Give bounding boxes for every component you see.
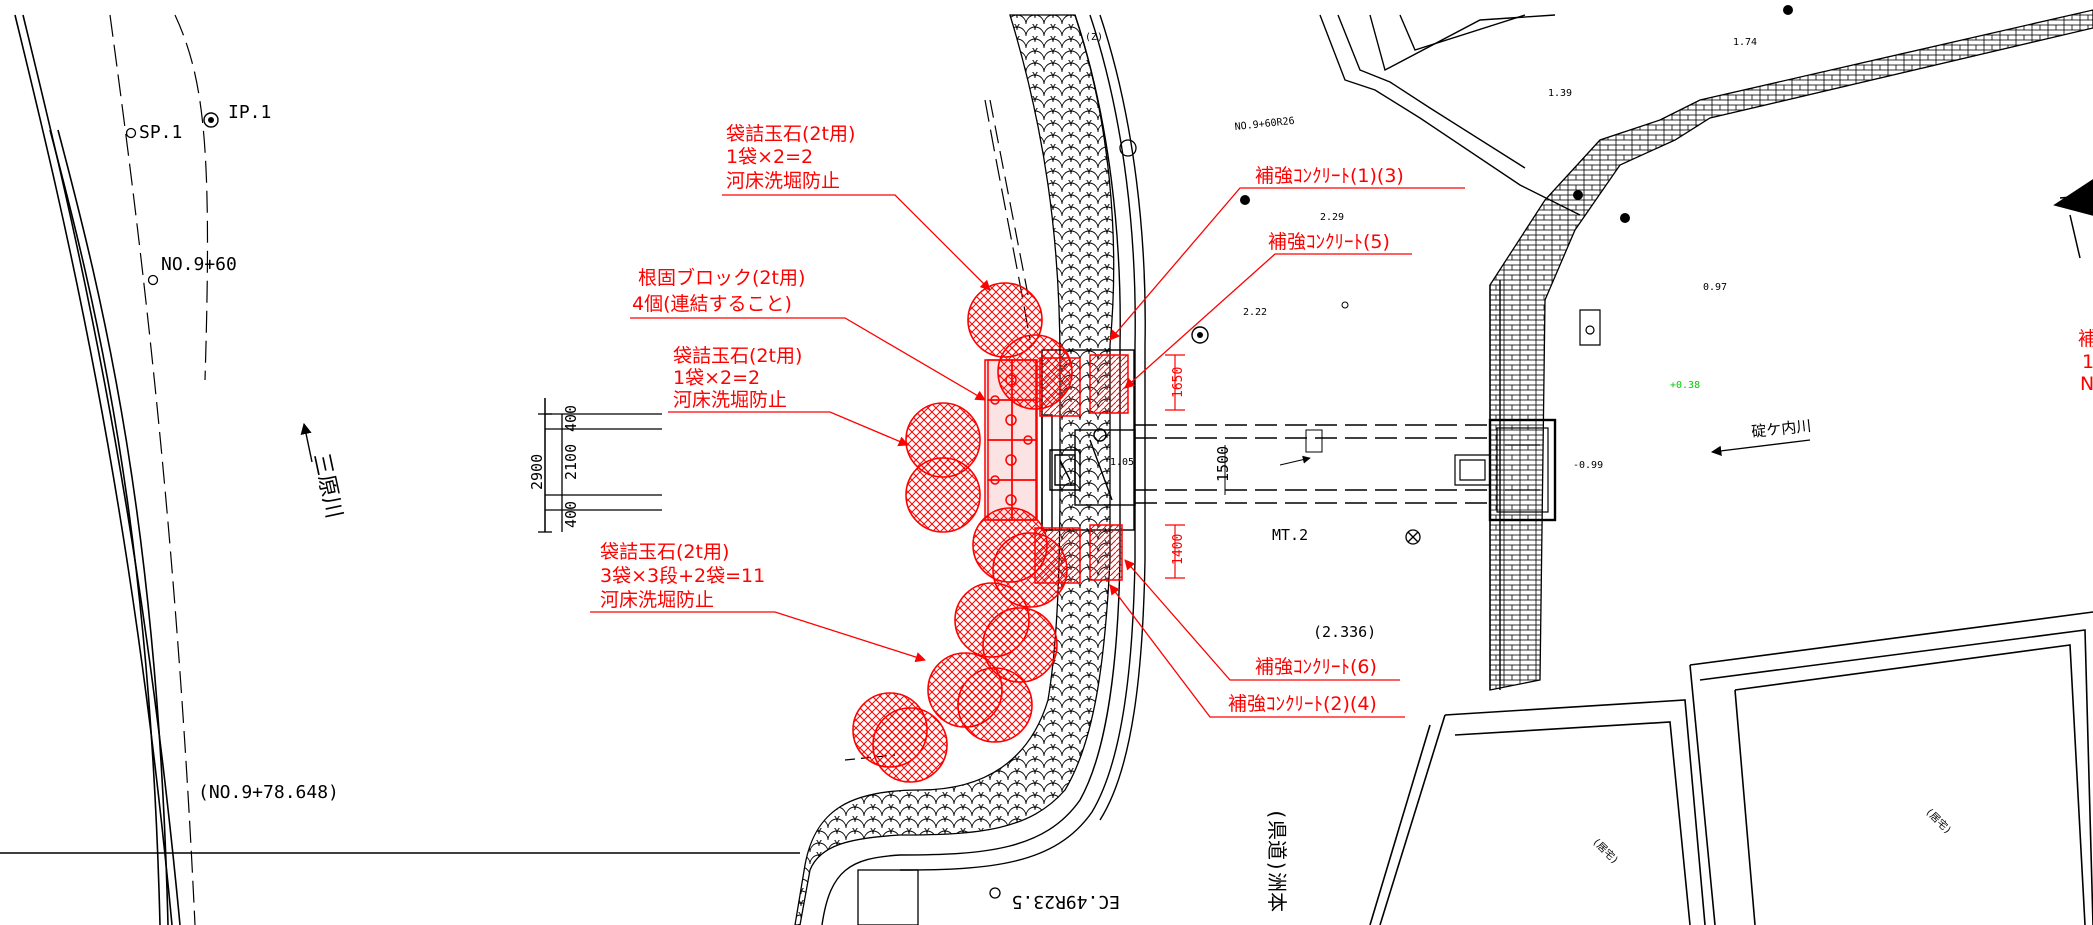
elev-1-39: 1.39 bbox=[1548, 88, 1572, 99]
benchmark-dot bbox=[1197, 332, 1203, 338]
bag2-note: 河床洗堀防止 bbox=[673, 389, 787, 411]
road-label: (県道)洲本 bbox=[1265, 808, 1289, 912]
elev-2-22: 2.22 bbox=[1243, 307, 1267, 318]
bag-stone bbox=[905, 457, 981, 533]
survey-point-ip1: IP.1 bbox=[203, 102, 271, 128]
dim-1650: 1650 bbox=[1171, 367, 1186, 398]
road-edge-lines bbox=[821, 14, 1146, 925]
bag-stone bbox=[957, 667, 1033, 743]
point-dot-4 bbox=[1620, 213, 1630, 223]
bottom-left-structure bbox=[857, 869, 1001, 925]
bag3-title: 袋詰玉石(2t用) bbox=[600, 541, 729, 563]
river-mihara-label: 三原川 bbox=[308, 451, 346, 521]
rc5-label: 補強ｺﾝｸﾘｰﾄ(5) bbox=[1268, 231, 1390, 253]
bag-stone bbox=[872, 707, 948, 783]
bag2-qty: 1袋×2=2 bbox=[673, 367, 760, 389]
small-marker bbox=[1341, 301, 1349, 309]
elev-0-97: 0.97 bbox=[1703, 282, 1727, 293]
guide-dash bbox=[989, 99, 1029, 296]
river-jogauchi-label: 碇ケ内川 bbox=[1751, 417, 1813, 441]
bag1-note: 河床洗堀防止 bbox=[726, 170, 840, 192]
dim-1400: 1400 bbox=[1171, 534, 1186, 565]
building-right-1 bbox=[1369, 699, 1706, 925]
house-label-2: (居宅) bbox=[1923, 805, 1955, 837]
dim-2900: 2900 bbox=[528, 454, 546, 490]
dim-1500: 1500 bbox=[1214, 446, 1232, 482]
culvert-centerline bbox=[1224, 429, 1323, 495]
building-right-2 bbox=[1689, 611, 2093, 925]
edge-red-2: 1 bbox=[2082, 351, 2093, 373]
dim-400-bottom: 400 bbox=[562, 501, 580, 528]
no960-label: NO.9+60 bbox=[161, 254, 237, 275]
elev-1-05: 1.05 bbox=[1110, 457, 1134, 468]
ip1-label: IP.1 bbox=[228, 102, 271, 123]
dim-400-top: 400 bbox=[562, 405, 580, 432]
outfall-headwall bbox=[1041, 349, 1136, 531]
bagged-stones bbox=[852, 282, 1073, 783]
annotation-leaders bbox=[590, 187, 1465, 718]
block-qty: 4個(連結すること) bbox=[632, 293, 792, 315]
house-label-1: (居宅) bbox=[1590, 835, 1622, 867]
bag1-qty: 1袋×2=2 bbox=[726, 146, 813, 168]
misc-label-z: (Z) bbox=[1085, 32, 1103, 43]
edge-red-1: 補 bbox=[2078, 328, 2093, 350]
no978-label: (NO.9+78.648) bbox=[198, 782, 339, 803]
dim-2100: 2100 bbox=[562, 444, 580, 480]
point-dot-1 bbox=[1240, 195, 1250, 205]
brick-revetment-right bbox=[1489, 9, 2093, 691]
dim-bars bbox=[1165, 354, 1185, 579]
rc13-label: 補強ｺﾝｸﾘｰﾄ(1)(3) bbox=[1255, 165, 1404, 187]
mihara-flow-arrow bbox=[300, 422, 313, 463]
elev-2-29: 2.29 bbox=[1320, 212, 1344, 223]
bag2-title: 袋詰玉石(2t用) bbox=[673, 345, 802, 367]
ec-label: EC.49R23.5 bbox=[1012, 891, 1120, 912]
mt2-label: MT.2 bbox=[1272, 526, 1308, 544]
block-title: 根固ブロック(2t用) bbox=[638, 266, 805, 289]
edge-red-3: N bbox=[2080, 373, 2093, 395]
sp1-label: SP.1 bbox=[139, 122, 182, 143]
pipe-culvert bbox=[1135, 424, 1490, 504]
survey-point-no960: NO.9+60 bbox=[147, 254, 237, 286]
river-mihara-banks bbox=[14, 14, 181, 925]
bag3-qty: 3袋×3段+2袋=11 bbox=[600, 565, 765, 587]
rc6-label: 補強ｺﾝｸﾘｰﾄ(6) bbox=[1255, 656, 1377, 678]
bag3-note: 河床洗堀防止 bbox=[600, 589, 714, 611]
elev-2-336: (2.336) bbox=[1313, 623, 1376, 641]
right-structure-detail bbox=[1454, 309, 1601, 491]
rc24-label: 補強ｺﾝｸﾘｰﾄ(2)(4) bbox=[1228, 693, 1377, 715]
north-arrow-icon bbox=[2053, 179, 2093, 259]
pipe-section-elevation bbox=[538, 398, 662, 533]
point-dot-3 bbox=[1573, 190, 1583, 200]
jogauchi-flow-arrow bbox=[1710, 439, 1811, 457]
bag-stone bbox=[997, 334, 1073, 410]
point-dot-2 bbox=[1783, 5, 1793, 15]
survey-point-sp1: SP.1 bbox=[125, 122, 182, 143]
cross-circle-symbol bbox=[1405, 529, 1421, 545]
bag1-title: 袋詰玉石(2t用) bbox=[726, 123, 855, 145]
annotation-labels: 袋詰玉石(2t用) 1袋×2=2 河床洗堀防止 根固ブロック(2t用) 4個(連… bbox=[600, 123, 2093, 715]
elev-minus-0-99: -0.99 bbox=[1573, 460, 1603, 471]
elev-green: +0.38 bbox=[1670, 380, 1700, 391]
manhole-left bbox=[1119, 139, 1137, 157]
no960r-label: NO.9+60R26 bbox=[1234, 116, 1295, 133]
elev-1-74: 1.74 bbox=[1733, 37, 1757, 48]
benchmark-symbol bbox=[1191, 326, 1209, 344]
